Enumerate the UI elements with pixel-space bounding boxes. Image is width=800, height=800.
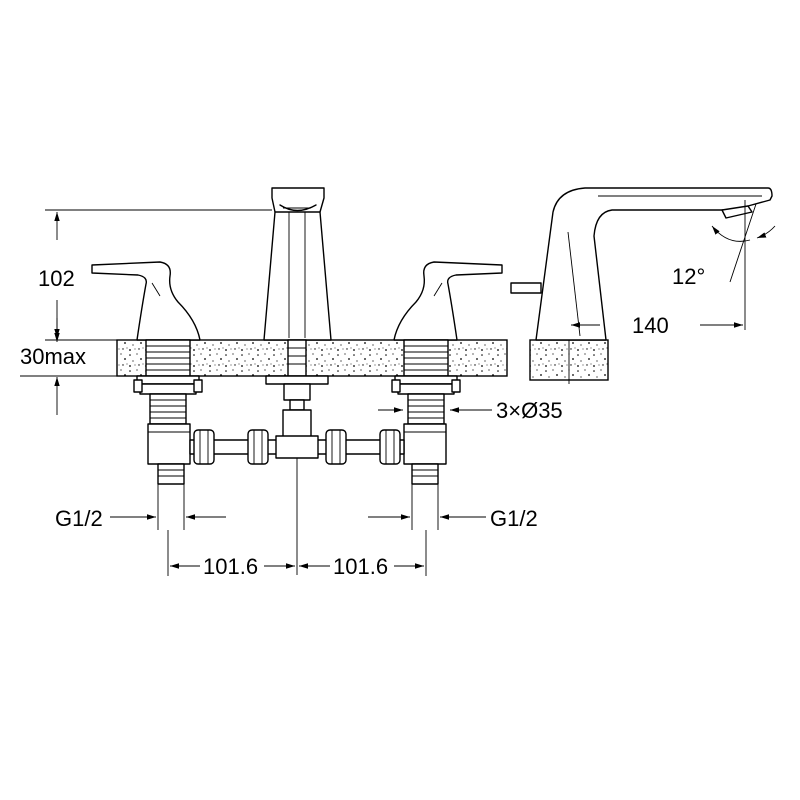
dim-label-spacing-right: 101.6	[333, 554, 388, 579]
dim-inlet-right: G1/2	[368, 484, 538, 531]
side-view	[510, 187, 773, 384]
right-handle-valve	[391, 261, 503, 485]
dim-label-g12-left: G1/2	[55, 506, 103, 531]
crossover-pipe	[189, 409, 405, 465]
left-handle-valve	[91, 261, 203, 485]
dim-inlet-left: G1/2	[55, 484, 226, 531]
dim-spout-angle: 12°	[672, 200, 776, 289]
right-valve-thread	[404, 345, 448, 371]
dim-spout-reach: 140	[571, 246, 746, 338]
dim-label-102: 102	[38, 266, 75, 291]
spout-front	[263, 187, 332, 411]
dim-label-12deg: 12°	[672, 264, 705, 289]
dim-deck-thickness: 30max	[20, 318, 117, 415]
dim-label-30max: 30max	[20, 344, 86, 369]
dim-label-g12-right: G1/2	[490, 506, 538, 531]
dim-label-140: 140	[632, 313, 669, 338]
left-valve-thread	[146, 345, 190, 371]
dim-spacing: 101.6 101.6	[167, 530, 427, 579]
dim-label-hole: 3×Ø35	[496, 398, 563, 423]
dim-hole-diameter: 3×Ø35	[378, 398, 563, 423]
dim-label-spacing-left: 101.6	[203, 554, 258, 579]
